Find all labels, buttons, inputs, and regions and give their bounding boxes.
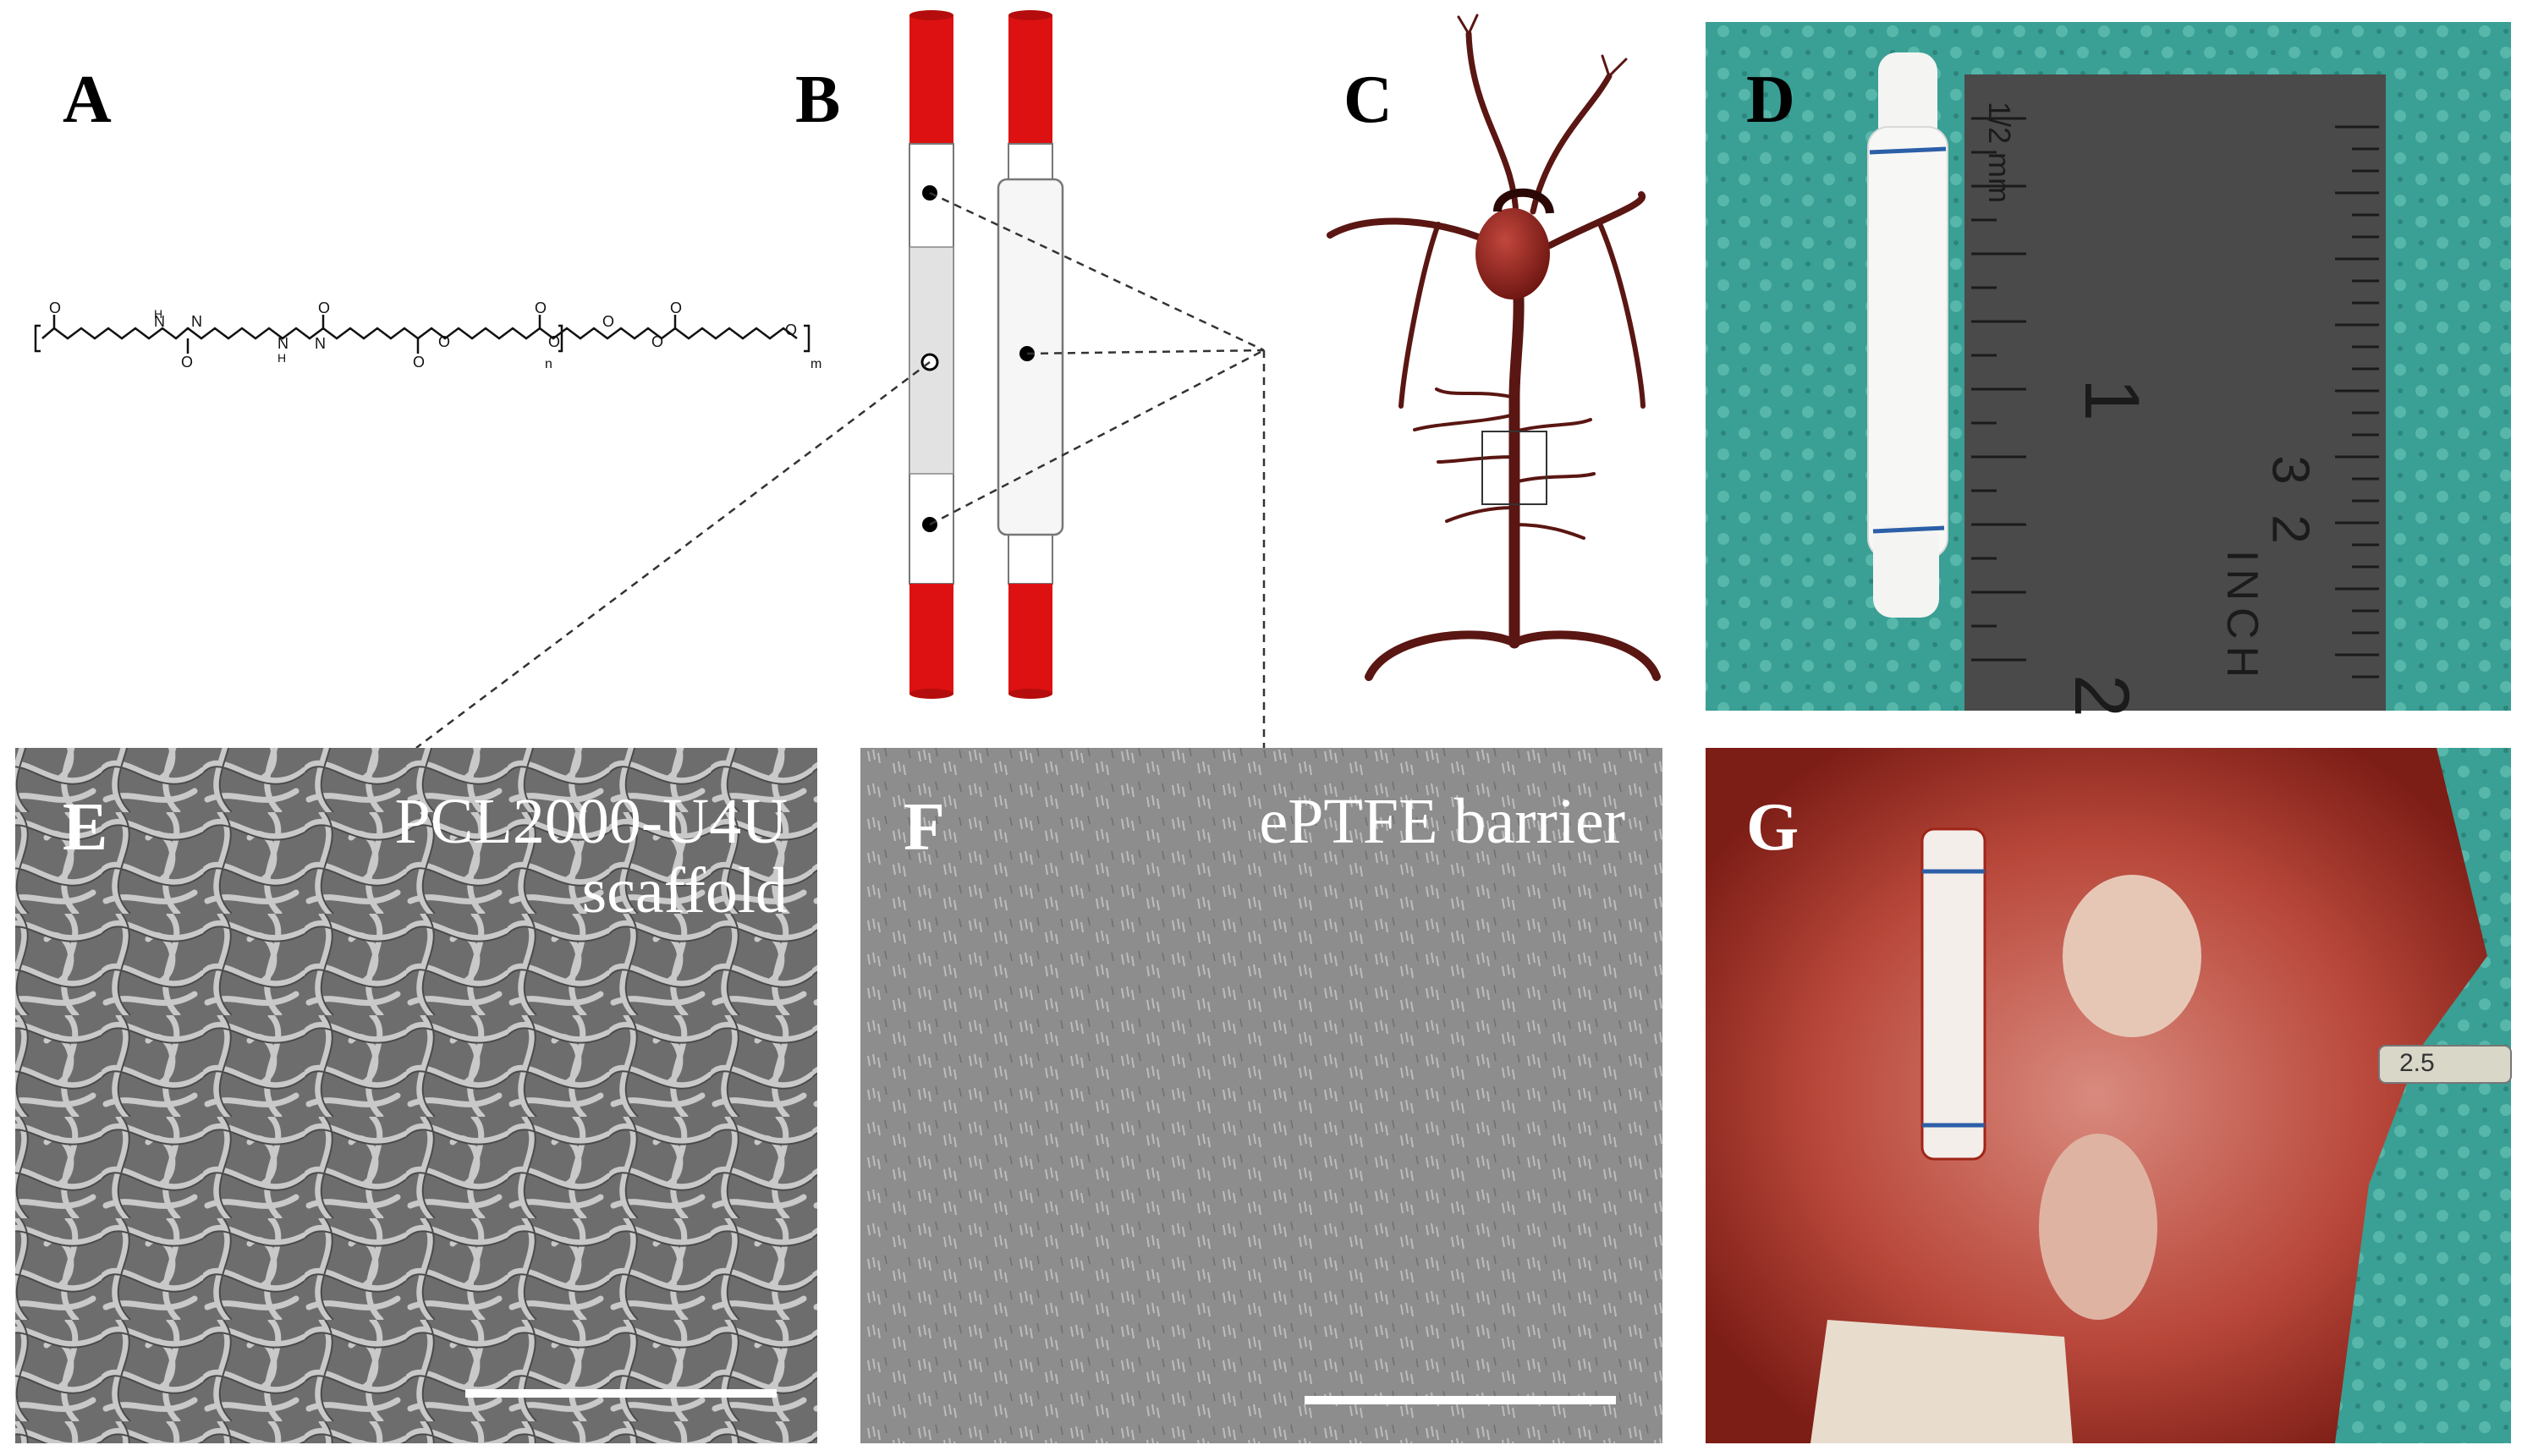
chemical-structure — [34, 315, 810, 354]
panel-label-f: F — [904, 790, 945, 865]
tissue-fold — [2063, 875, 2201, 1037]
svg-text:N: N — [277, 335, 288, 352]
svg-text:O: O — [413, 354, 425, 371]
suture-mark-top — [1869, 146, 1947, 155]
heart — [1475, 208, 1550, 299]
connector-lines — [415, 191, 1266, 749]
inner-bracket — [558, 324, 563, 353]
sem-scaffold-image — [15, 748, 817, 1443]
scaffold-caption-line1: PCL2000-U4U — [394, 786, 788, 857]
svg-text:O: O — [49, 299, 61, 316]
scale-bar-f — [1305, 1396, 1616, 1404]
graft-body — [1867, 126, 1948, 559]
graft-cap-top — [1878, 52, 1937, 146]
graft-cap-bottom — [1873, 525, 1939, 618]
subscript-m: m — [810, 357, 822, 371]
left-vessel-top — [909, 15, 953, 144]
svg-text:O: O — [548, 333, 560, 350]
retractor — [1810, 1320, 2073, 1443]
sem-barrier-image — [860, 748, 1662, 1443]
ruler-major-1: 1 — [2069, 377, 2156, 422]
panel-label-d: D — [1746, 63, 1795, 137]
ruler — [1964, 74, 2386, 711]
measurement-tag — [2378, 1045, 2512, 1084]
svg-text:H: H — [154, 307, 162, 321]
graft-schematic — [909, 10, 1064, 699]
svg-text:N: N — [191, 313, 202, 330]
svg-text:H: H — [277, 351, 286, 365]
aortic-arch — [1493, 188, 1554, 215]
graft-photo — [1706, 22, 2511, 711]
suture-mark-bottom — [1872, 525, 1945, 534]
panel-label-e: E — [63, 790, 108, 865]
tissue-fold-lower — [2039, 1134, 2157, 1320]
svg-text:O: O — [438, 333, 450, 350]
panel-label-a: A — [63, 63, 112, 137]
left-bracket — [34, 324, 41, 353]
svg-text:O: O — [785, 321, 797, 338]
svg-text:N: N — [315, 335, 326, 352]
panel-label-c: C — [1343, 63, 1393, 137]
graft-site-box — [1481, 431, 1547, 505]
measurement-tag-text: 2.5 — [2399, 1049, 2435, 1077]
ruler-inch-label: INCH — [2217, 550, 2267, 685]
svg-text:N: N — [154, 313, 165, 330]
ruler-fraction-den: 2 — [2261, 514, 2320, 544]
ruler-fraction-num: 3 — [2261, 455, 2320, 485]
ruler-label-top: 1/2 mm — [1981, 102, 2017, 203]
chemical-atoms: O N H O N N H O N O O O O O O O O — [49, 299, 797, 371]
barrier-caption: ePTFE barrier — [1259, 786, 1625, 857]
right-vessel-top — [1008, 15, 1052, 144]
panel-label-g: G — [1746, 790, 1799, 865]
right-vessel-bottom — [1008, 584, 1052, 694]
left-vessel-bottom — [909, 584, 953, 694]
scaffold-caption-line2: scaffold — [581, 855, 788, 927]
svg-text:O: O — [602, 313, 614, 330]
subscript-n: n — [545, 357, 552, 371]
svg-text:O: O — [670, 299, 682, 316]
scale-bar-e — [465, 1389, 777, 1398]
svg-text:O: O — [651, 333, 663, 350]
ruler-major-2: 2 — [2058, 673, 2146, 718]
scaffold-caption: PCL2000-U4U scaffold — [395, 787, 788, 926]
right-bracket — [804, 324, 810, 353]
surgical-photo — [1706, 748, 2512, 1443]
svg-text:O: O — [181, 354, 193, 371]
tissue-field — [1706, 748, 2487, 1443]
svg-text:O: O — [535, 299, 547, 316]
svg-text:O: O — [318, 299, 330, 316]
panel-label-b: B — [795, 63, 841, 137]
implanted-graft — [1920, 827, 1986, 1161]
